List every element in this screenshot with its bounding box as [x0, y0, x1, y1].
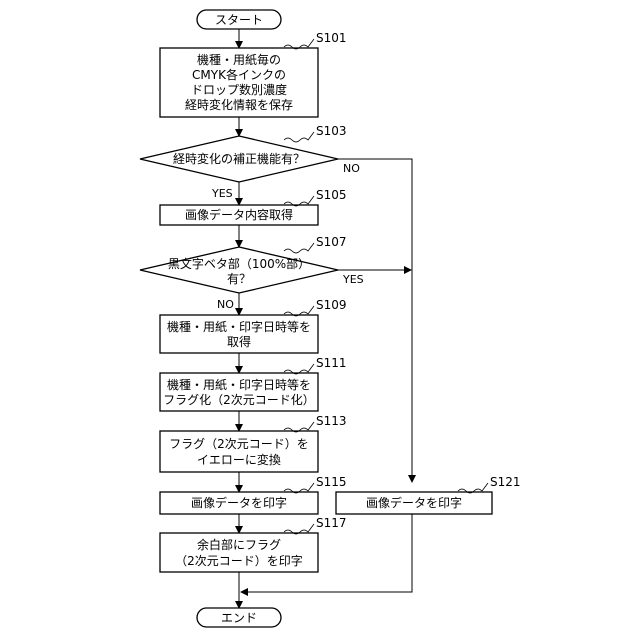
s103-yes-label: YES	[211, 187, 233, 200]
step-s101-line: 機種・用紙毎の	[197, 52, 281, 67]
s103-no-label: NO	[343, 162, 360, 175]
step-s111-line: フラグ化（2次元コード化）	[163, 393, 315, 407]
step-s103-label: S103	[316, 124, 347, 138]
step-s107-line: 有？	[227, 272, 251, 286]
step-s101-line: ドロップ数別濃度	[191, 82, 287, 97]
end-terminal-text: エンド	[221, 611, 257, 625]
step-s111-label: S111	[316, 356, 347, 370]
step-s107-line: 黒文字ベタ部（100%部）	[168, 256, 310, 271]
step-s101-line: CMYK各インクの	[192, 67, 286, 82]
s107-no-label: NO	[217, 298, 234, 311]
step-s121: 画像データを印字 S121	[336, 475, 521, 514]
step-s101-label: S101	[316, 31, 347, 45]
step-s105-label: S105	[316, 188, 347, 202]
step-s111: 機種・用紙・印字日時等を フラグ化（2次元コード化） S111	[160, 356, 347, 411]
step-s107-label: S107	[316, 235, 347, 249]
step-s109-label: S109	[316, 298, 347, 312]
step-s111-line: 機種・用紙・印字日時等を	[167, 377, 311, 392]
step-s105: 画像データ内容取得 S105	[160, 188, 347, 225]
step-s117-label: S117	[316, 516, 347, 530]
step-s115: 画像データを印字 S115	[160, 475, 347, 514]
start-terminal-text: スタート	[215, 13, 263, 27]
step-s117: 余白部にフラグ （2次元コード）を印字 S117	[160, 516, 347, 572]
step-s117-line: （2次元コード）を印字	[175, 553, 303, 568]
step-s107-leader	[284, 243, 314, 253]
s107-yes-label: YES	[342, 273, 364, 286]
step-s113-label: S113	[316, 414, 347, 428]
step-s121-label: S121	[490, 475, 521, 489]
step-s115-text: 画像データを印字	[191, 495, 287, 510]
step-s113-line: フラグ（2次元コード）を	[169, 437, 309, 451]
step-s121-text: 画像データを印字	[366, 495, 462, 510]
end-terminal: エンド	[197, 608, 281, 627]
step-s117-line: 余白部にフラグ	[197, 537, 281, 552]
step-s113-line: イエローに変換	[197, 452, 281, 467]
step-s113: フラグ（2次元コード）を イエローに変換 S113	[160, 414, 347, 472]
step-s109-line: 取得	[227, 334, 251, 349]
step-s105-text: 画像データ内容取得	[185, 207, 293, 222]
arrow-s103-no	[338, 159, 412, 482]
step-s103-leader	[284, 132, 314, 142]
step-s103-text: 経時変化の補正機能有？	[173, 151, 305, 166]
step-s109: 機種・用紙・印字日時等を 取得 S109	[160, 298, 347, 353]
step-s109-line: 機種・用紙・印字日時等を	[167, 319, 311, 334]
step-s101: 機種・用紙毎の CMYK各インクの ドロップ数別濃度 経時変化情報を保存 S10…	[160, 31, 347, 117]
step-s115-label: S115	[316, 475, 347, 489]
start-terminal: スタート	[197, 10, 281, 29]
step-s101-line: 経時変化情報を保存	[185, 97, 293, 112]
